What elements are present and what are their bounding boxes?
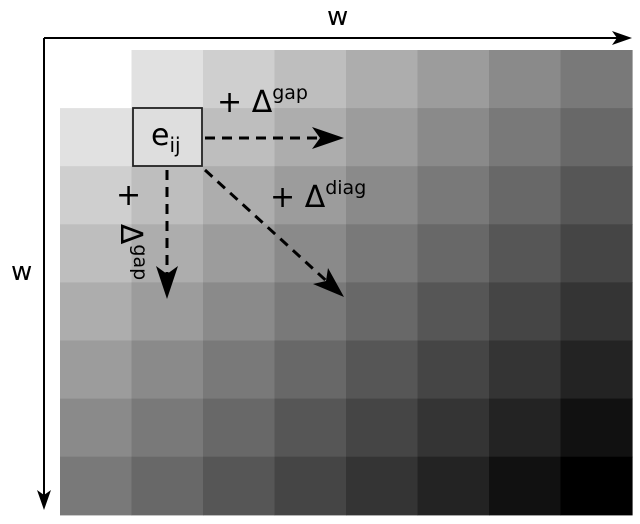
cell-eij-sub: ij <box>169 133 181 157</box>
label-diagonal: + Δdiag <box>270 179 366 215</box>
matrix-cell-r5-c3 <box>274 340 347 400</box>
matrix-cell-r5-c1 <box>131 340 204 400</box>
label-gap-vertical: Δgap <box>113 223 151 280</box>
gradient-matrix <box>60 50 633 516</box>
matrix-cell-r2-c0 <box>60 166 133 225</box>
matrix-cell-r1-c0 <box>60 108 133 167</box>
diag-symbol: Δ <box>304 180 326 215</box>
matrix-cell-r0-c1 <box>131 50 204 109</box>
left-axis-label: w <box>11 257 33 287</box>
matrix-cell-r3-c7 <box>560 224 633 283</box>
gap-h-sign: + <box>217 85 243 120</box>
matrix-cell-r6-c2 <box>203 398 276 458</box>
matrix-cell-r7-c5 <box>417 456 490 516</box>
matrix-cell-r4-c0 <box>60 282 133 342</box>
label-gap-vertical-sign: + <box>116 178 142 213</box>
matrix-cell-r4-c5 <box>417 282 490 342</box>
matrix-cell-r2-c2 <box>203 166 276 225</box>
matrix-cell-r5-c2 <box>203 340 276 400</box>
matrix-cell-r3-c2 <box>203 224 276 283</box>
matrix-cell-r3-c0 <box>60 224 133 283</box>
matrix-cell-r2-c3 <box>274 166 347 225</box>
arrowhead-diagonal <box>313 268 344 297</box>
matrix-cell-r5-c4 <box>346 340 419 400</box>
matrix-cell-r3-c5 <box>417 224 490 283</box>
matrix-cell-r4-c4 <box>346 282 419 342</box>
matrix-cell-r1-c6 <box>489 108 562 167</box>
arrow-diagonal <box>203 168 334 288</box>
matrix-cell-r5-c5 <box>417 340 490 400</box>
matrix-cell-r4-c6 <box>489 282 562 342</box>
matrix-cell-r0-c7 <box>560 50 633 109</box>
matrix-cell-r7-c7 <box>560 456 633 516</box>
matrix-cell-r6-c0 <box>60 398 133 458</box>
matrix-cell-r4-c2 <box>203 282 276 342</box>
matrix-cell-r2-c5 <box>417 166 490 225</box>
diag-sign: + <box>270 180 296 215</box>
matrix-cell-r2-c6 <box>489 166 562 225</box>
gap-h-symbol: Δ <box>251 85 273 120</box>
matrix-cell-r6-c4 <box>346 398 419 458</box>
matrix-cell-r7-c6 <box>489 456 562 516</box>
matrix-cell-r4-c7 <box>560 282 633 342</box>
matrix-cell-r3-c6 <box>489 224 562 283</box>
matrix-cell-r0-c3 <box>274 50 347 109</box>
matrix-cell-r7-c3 <box>274 456 347 516</box>
matrix-cell-r2-c7 <box>560 166 633 225</box>
matrix-cell-r0-c2 <box>203 50 276 109</box>
cell-eij-label: eij <box>151 118 181 157</box>
diag-sup: diag <box>325 177 367 199</box>
matrix-cell-r0-c6 <box>489 50 562 109</box>
matrix-cell-r5-c6 <box>489 340 562 400</box>
matrix-cell-r7-c4 <box>346 456 419 516</box>
arrowhead-gap-vertical <box>156 266 178 299</box>
gap-v-sup: gap <box>129 244 151 281</box>
gap-h-sup: gap <box>272 82 308 104</box>
top-axis-label: w <box>327 2 349 32</box>
label-gap-horizontal: + Δgap <box>217 84 308 120</box>
matrix-cell-r0-c4 <box>346 50 419 109</box>
cell-eij-box <box>132 107 203 167</box>
matrix-cell-r2-c4 <box>346 166 419 225</box>
matrix-cell-r7-c2 <box>203 456 276 516</box>
matrix-cell-r1-c4 <box>346 108 419 167</box>
matrix-cell-r5-c0 <box>60 340 133 400</box>
matrix-cell-r5-c7 <box>560 340 633 400</box>
top-axis-arrowhead <box>612 31 632 45</box>
left-axis-arrowhead <box>37 490 51 510</box>
matrix-cell-r0-c5 <box>417 50 490 109</box>
matrix-cell-r6-c1 <box>131 398 204 458</box>
matrix-cell-r3-c3 <box>274 224 347 283</box>
gap-v-symbol: Δ <box>113 223 148 245</box>
matrix-cell-r6-c6 <box>489 398 562 458</box>
cell-eij-base: e <box>151 118 170 153</box>
matrix-cell-r7-c1 <box>131 456 204 516</box>
arrowhead-gap-horizontal <box>312 127 344 149</box>
matrix-cell-r6-c5 <box>417 398 490 458</box>
matrix-cell-r7-c0 <box>60 456 133 516</box>
matrix-cell-r3-c4 <box>346 224 419 283</box>
matrix-cell-r6-c3 <box>274 398 347 458</box>
matrix-cell-r1-c7 <box>560 108 633 167</box>
matrix-cell-r1-c5 <box>417 108 490 167</box>
matrix-cell-r6-c7 <box>560 398 633 458</box>
